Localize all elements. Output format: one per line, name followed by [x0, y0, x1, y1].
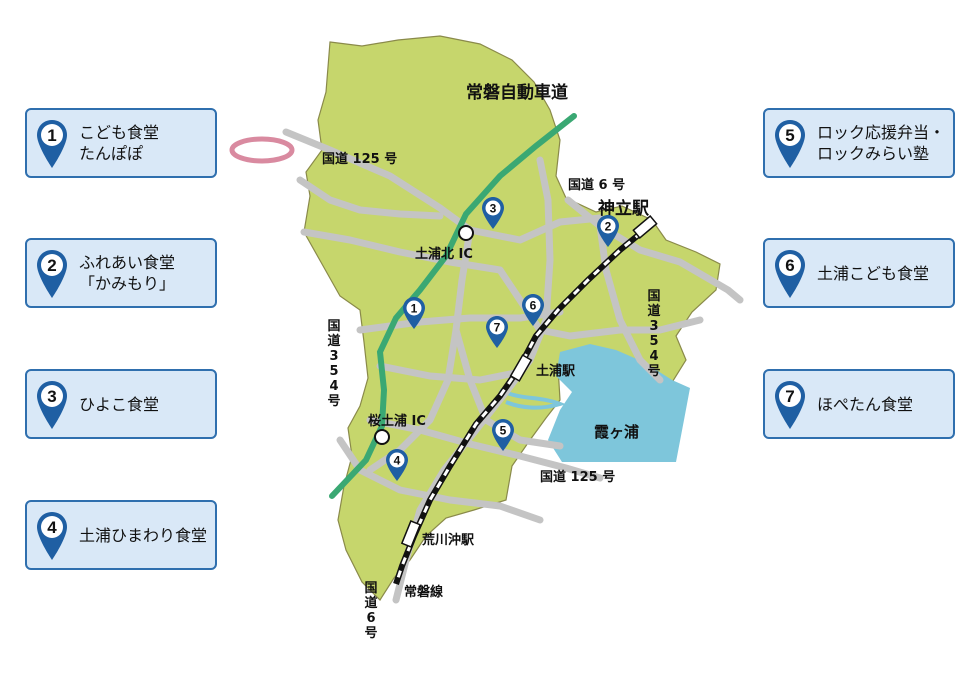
map-pin-number: 1	[411, 302, 418, 316]
map-markers: 1 2 3 4 5 6 7	[386, 197, 619, 481]
map-pin-marker-2[interactable]: 2	[597, 215, 619, 247]
station-kandatsu-marker	[632, 215, 658, 239]
cafeteria-card-label: ほぺたん食堂	[817, 394, 914, 414]
map-pin-icon: 5	[775, 120, 805, 168]
map-pin-number: 7	[494, 321, 501, 335]
cafeteria-card-5[interactable]: 5 ロック応援弁当・ロックみらい塾	[763, 108, 955, 178]
map-pin-icon: 7	[775, 381, 805, 429]
map-pin-marker-4[interactable]: 4	[386, 449, 408, 481]
station-tsuchiura-marker	[509, 354, 533, 382]
label-expressway: 常磐自動車道	[466, 82, 568, 103]
map-pin-marker-3[interactable]: 3	[482, 197, 504, 229]
label-station-kandatsu: 神立駅	[598, 198, 650, 219]
svg-text:5: 5	[785, 126, 794, 145]
map-pin-icon: 6	[775, 250, 805, 298]
cafeteria-card-1[interactable]: 1 こども食堂たんぽぽ	[25, 108, 217, 178]
cafeteria-card-label: 土浦こども食堂	[817, 263, 930, 283]
svg-text:1: 1	[47, 126, 56, 145]
cafeteria-card-label: ひよこ食堂	[79, 394, 160, 414]
cafeteria-card-6[interactable]: 6 土浦こども食堂	[763, 238, 955, 308]
cafeteria-card-3[interactable]: 3 ひよこ食堂	[25, 369, 217, 439]
label-station-tsuchiura: 土浦駅	[536, 363, 576, 379]
svg-text:7: 7	[785, 387, 794, 406]
svg-text:4: 4	[47, 518, 57, 537]
label-station-arakawaoki: 荒川沖駅	[421, 532, 475, 548]
ic-tsuchiura-north	[458, 225, 474, 241]
cafeteria-card-7[interactable]: 7 ほぺたん食堂	[763, 369, 955, 439]
map-pin-marker-1[interactable]: 1	[403, 297, 425, 329]
pink-feature	[229, 136, 295, 164]
map-pin-marker-6[interactable]: 6	[522, 294, 544, 326]
river	[499, 388, 567, 410]
cafeteria-card-4[interactable]: 4 土浦ひまわり食堂	[25, 500, 217, 570]
cafeteria-card-label: こども食堂たんぽぽ	[79, 123, 160, 163]
map-pin-marker-7[interactable]: 7	[486, 316, 508, 348]
label-route125-south: 国道 125 号	[540, 469, 615, 485]
ic-sakura-tsuchiura	[374, 429, 390, 445]
map-pin-icon: 4	[37, 512, 67, 560]
map-pin-number: 3	[490, 202, 497, 216]
map-pin-number: 2	[605, 220, 612, 234]
map-pin-icon: 1	[37, 120, 67, 168]
label-route6-north: 国道 6 号	[568, 177, 625, 193]
cafeteria-card-2[interactable]: 2 ふれあい食堂「かみもり」	[25, 238, 217, 308]
station-arakawaoki-marker	[400, 520, 422, 548]
label-ic-north: 土浦北 IC	[415, 246, 473, 262]
svg-text:2: 2	[47, 256, 56, 275]
map-pin-icon: 2	[37, 250, 67, 298]
svg-text:6: 6	[785, 256, 794, 275]
cafeteria-card-label: ふれあい食堂「かみもり」	[79, 253, 176, 293]
cafeteria-card-label: 土浦ひまわり食堂	[79, 525, 208, 545]
label-route125-north: 国道 125 号	[322, 151, 397, 167]
label-joban-line: 常磐線	[404, 584, 444, 600]
label-ic-sakura: 桜土浦 IC	[368, 413, 426, 429]
cafeteria-card-label: ロック応援弁当・ロックみらい塾	[817, 123, 946, 163]
map-pin-number: 6	[530, 299, 537, 313]
map-pin-number: 4	[394, 454, 401, 468]
map-pin-marker-5[interactable]: 5	[492, 419, 514, 451]
map-pin-number: 5	[500, 424, 507, 438]
label-lake: 霞ヶ浦	[594, 423, 639, 441]
svg-text:3: 3	[47, 387, 56, 406]
map-pin-icon: 3	[37, 381, 67, 429]
